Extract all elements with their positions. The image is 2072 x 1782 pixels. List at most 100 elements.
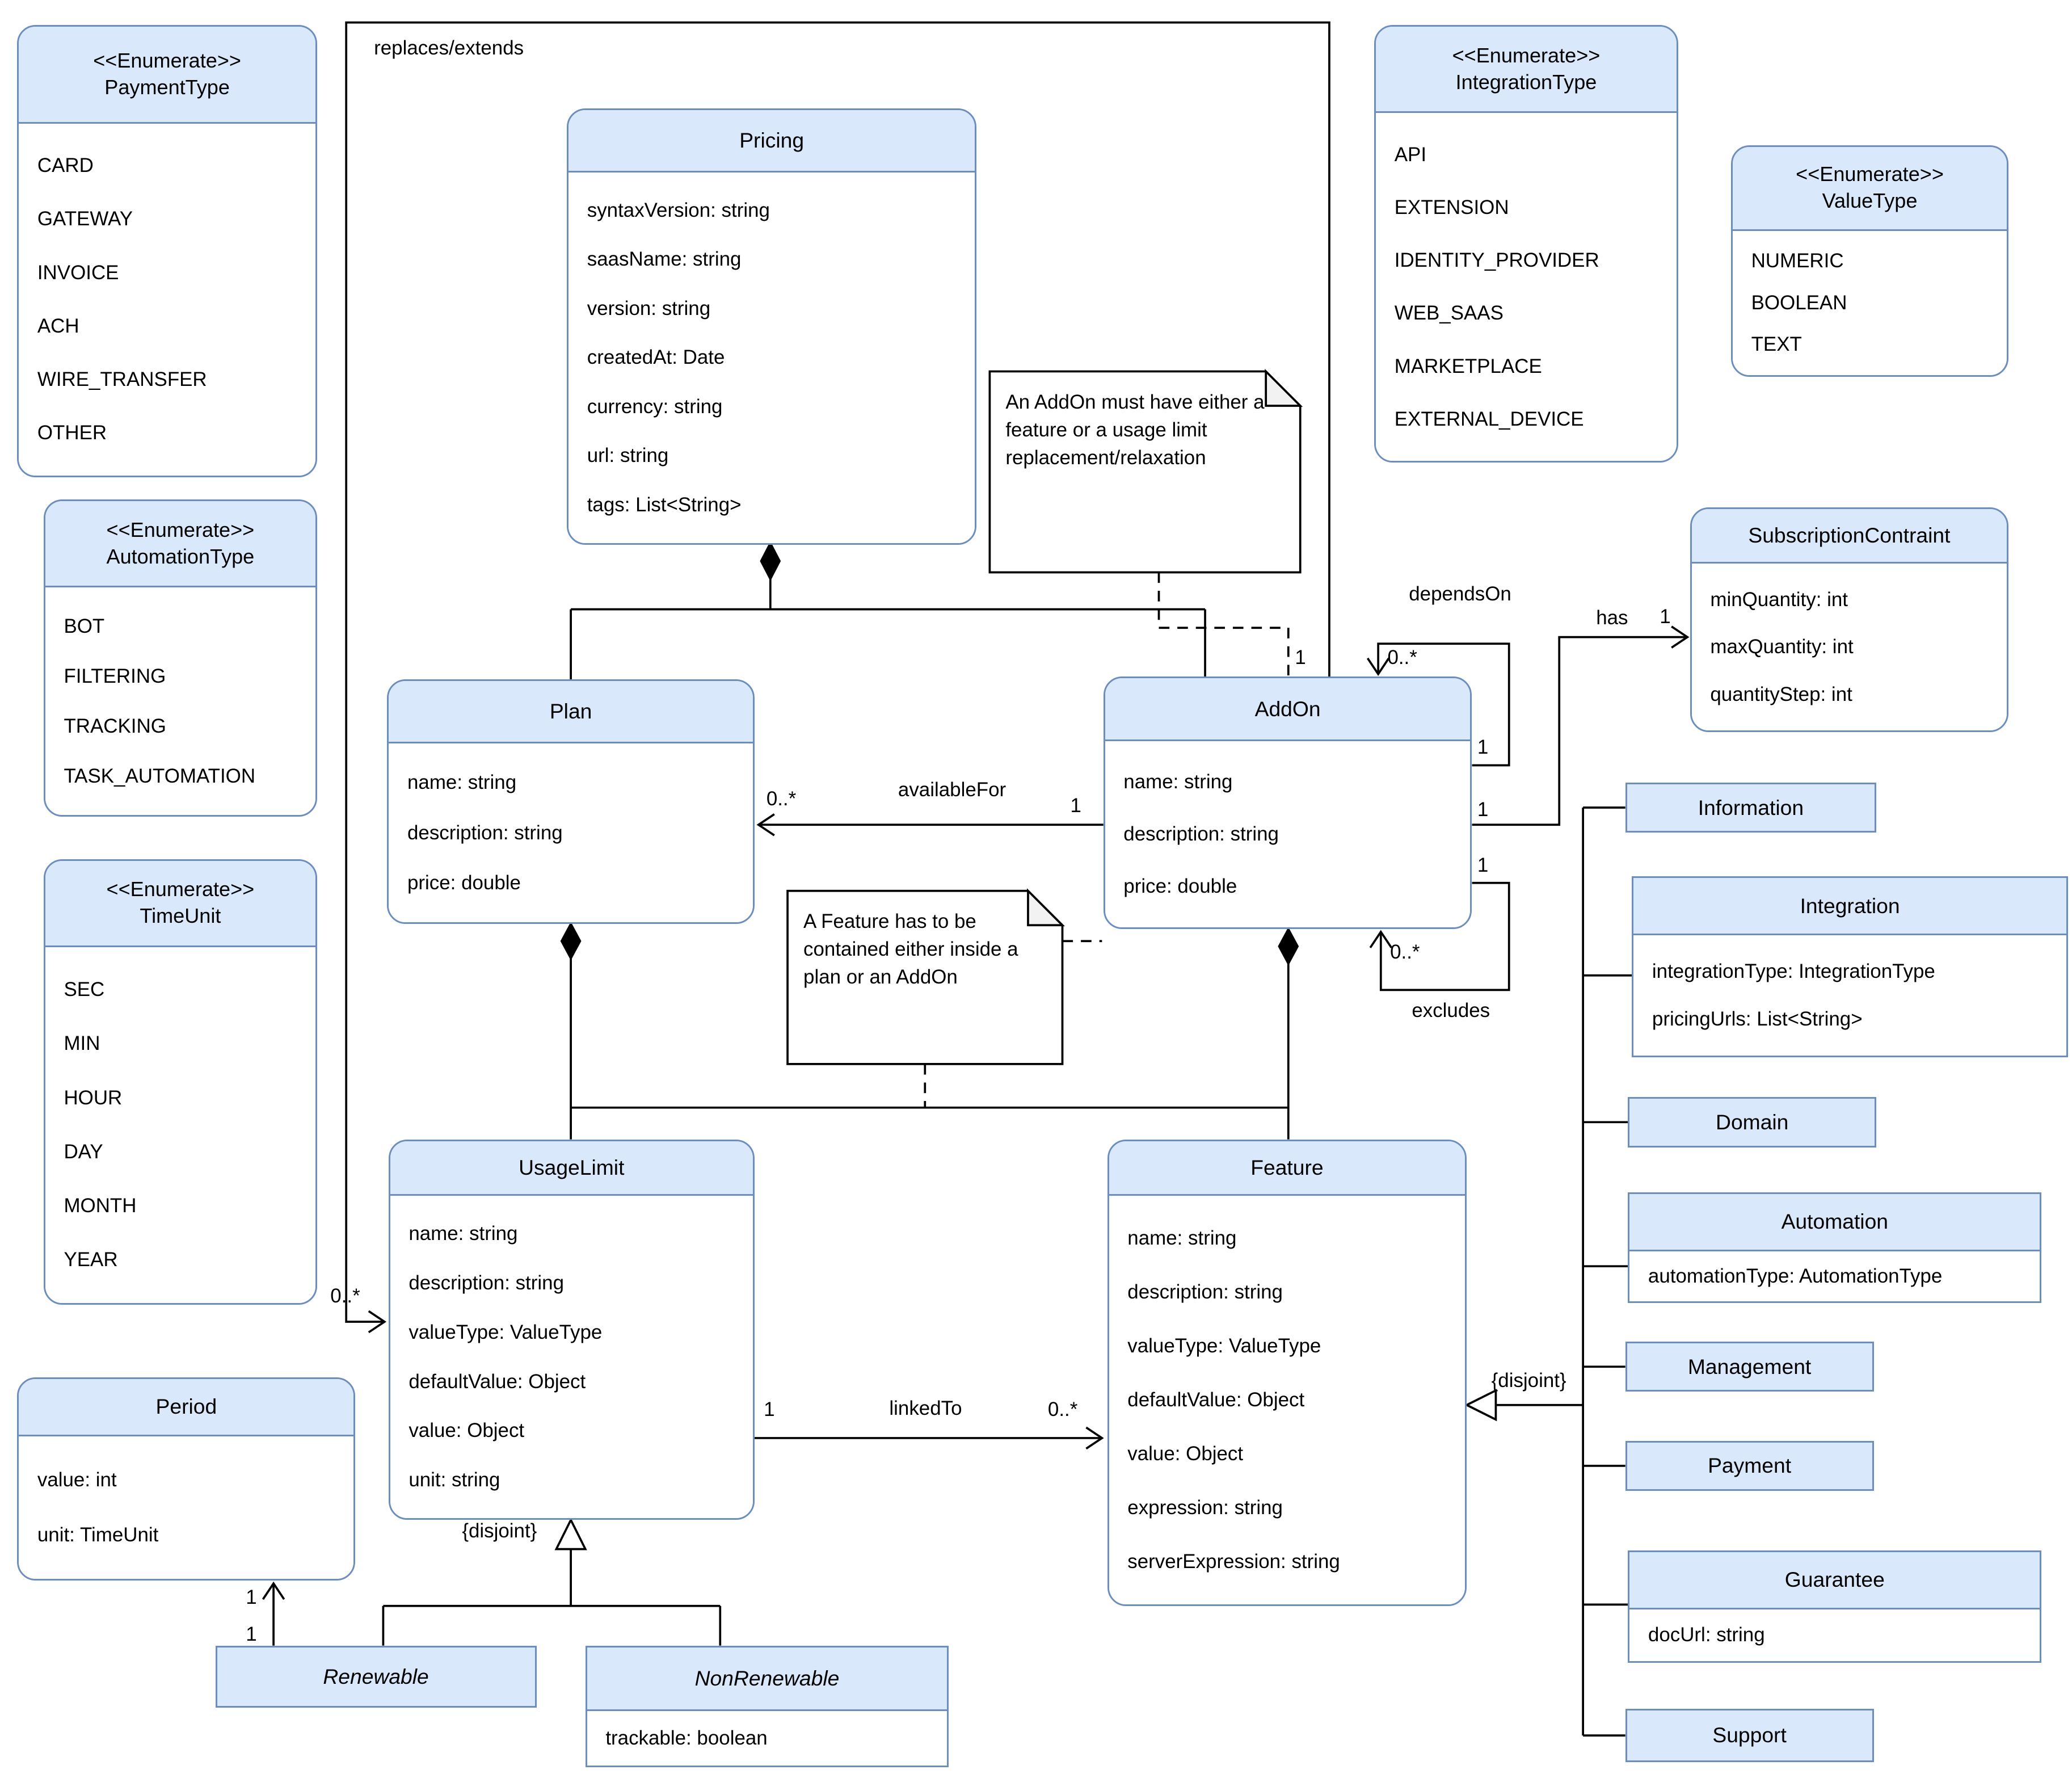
class-automation: Automation automationType: AutomationTyp…: [1628, 1192, 2042, 1304]
attr: price: double: [407, 872, 521, 894]
enum-name: TimeUnit: [140, 904, 221, 928]
enum-value: EXTENSION: [1394, 196, 1509, 218]
attr: value: int: [37, 1468, 117, 1491]
class-plan: Plan name: string description: string pr…: [387, 679, 755, 924]
attr: integrationType: IntegrationType: [1652, 960, 1935, 983]
attr: expression: string: [1127, 1496, 1283, 1519]
attr: value: Object: [1127, 1442, 1244, 1465]
pricing-composition-line: [570, 579, 1206, 680]
class-subscriptioncontraint: SubscriptionContraint minQuantity: int m…: [1690, 507, 2009, 733]
enum-automationtype: <<Enumerate>> AutomationType BOT FILTERI…: [43, 499, 317, 817]
attr: createdAt: Date: [587, 346, 725, 369]
class-integration: Integration integrationType: Integration…: [1632, 876, 2068, 1058]
class-renewable: Renewable: [215, 1645, 537, 1708]
enum-automationtype-header: <<Enumerate>> AutomationType: [45, 501, 315, 588]
class-nonrenewable-title: NonRenewable: [587, 1647, 947, 1712]
enum-integrationtype-header: <<Enumerate>> IntegrationType: [1376, 27, 1677, 114]
addon-note-shape: [988, 370, 1302, 574]
open-arrow-icon: [368, 1310, 387, 1334]
attr: defaultValue: Object: [408, 1370, 586, 1393]
has-line: [1472, 636, 1686, 826]
label-disjoint-usagelimit: {disjoint}: [462, 1520, 537, 1543]
enum-value: BOOLEAN: [1751, 291, 1847, 314]
class-pricing: Pricing syntaxVersion: string saasName: …: [567, 108, 977, 545]
class-guarantee-title: Guarantee: [1629, 1552, 2040, 1609]
usagelimit-generalization-line: [382, 1549, 722, 1646]
enum-valuetype-header: <<Enumerate>> ValueType: [1732, 147, 2007, 231]
class-feature-attrs: name: string description: string valueTy…: [1109, 1195, 1465, 1604]
mult-availablefor-addon-end: 1: [1070, 794, 1081, 817]
enum-name: ValueType: [1822, 189, 1918, 213]
composition-diamond-icon: [560, 922, 582, 961]
label-availablefor: availableFor: [898, 778, 1006, 801]
class-guarantee-attrs: docUrl: string: [1629, 1609, 2040, 1661]
class-integration-attrs: integrationType: IntegrationType pricing…: [1633, 935, 2066, 1056]
attr: currency: string: [587, 395, 723, 418]
feature-note: A Feature has to be contained either ins…: [803, 910, 1018, 988]
label-dependson: dependsOn: [1409, 583, 1511, 606]
generalization-triangle-icon: [1464, 1389, 1497, 1422]
addon-note-connector: [1157, 572, 1290, 676]
class-automation-title: Automation: [1629, 1193, 2040, 1251]
stereotype-label: <<Enumerate>>: [106, 877, 255, 901]
class-integration-title: Integration: [1633, 878, 2066, 935]
attr: pricingUrls: List<String>: [1652, 1008, 1863, 1031]
label-excludes: excludes: [1412, 999, 1490, 1022]
attr: name: string: [407, 771, 517, 793]
generalization-triangle-icon: [554, 1518, 587, 1550]
enum-value: MONTH: [64, 1195, 137, 1217]
label-disjoint-feature: {disjoint}: [1491, 1369, 1566, 1392]
enum-value: DAY: [64, 1140, 103, 1163]
composition-diamond-icon: [1278, 927, 1299, 966]
class-feature-title: Feature: [1109, 1141, 1465, 1196]
class-period-title: Period: [19, 1378, 354, 1436]
attr: serverExpression: string: [1127, 1550, 1340, 1573]
mult-renewable-period-top: 1: [246, 1586, 257, 1608]
enum-value: CARD: [37, 154, 94, 177]
enum-value: EXTERNAL_DEVICE: [1394, 407, 1584, 430]
attr: quantityStep: int: [1710, 683, 1852, 705]
feature-generalization-spine: [1496, 806, 1632, 1737]
enum-value: BOT: [64, 615, 105, 637]
class-subscriptioncontraint-attrs: minQuantity: int maxQuantity: int quanti…: [1691, 564, 2007, 731]
enum-value: NUMERIC: [1751, 250, 1844, 272]
class-information: Information: [1625, 782, 1877, 833]
enum-value: WIRE_TRANSFER: [37, 368, 207, 391]
mult-has-addon-end: 1: [1477, 798, 1489, 821]
enum-automationtype-values: BOT FILTERING TRACKING TASK_AUTOMATION: [45, 587, 315, 816]
note-fold-icon: [1265, 368, 1303, 407]
attr: syntaxVersion: string: [587, 199, 770, 221]
feature-note-connector: [924, 940, 1102, 1108]
mult-replaces-usagelimit-end: 0..*: [330, 1284, 360, 1307]
class-payment: Payment: [1625, 1440, 1874, 1491]
enum-value: IDENTITY_PROVIDER: [1394, 249, 1599, 272]
attr: description: string: [1127, 1280, 1283, 1303]
open-arrow-icon: [1671, 625, 1690, 649]
mult-renewable-period-bottom: 1: [246, 1623, 257, 1645]
attr: docUrl: string: [1648, 1624, 1765, 1646]
open-arrow-icon: [1366, 657, 1390, 676]
mult-availablefor-plan-end: 0..*: [766, 788, 797, 810]
attr: name: string: [1123, 770, 1233, 793]
mult-excludes-target: 0..*: [1390, 941, 1420, 964]
enum-value: YEAR: [64, 1249, 118, 1271]
class-support: Support: [1625, 1709, 1874, 1762]
feature-note-shape: [786, 889, 1064, 1065]
enum-paymenttype-header: <<Enumerate>> PaymentType: [19, 27, 315, 124]
class-addon: AddOn name: string description: string p…: [1103, 676, 1472, 930]
class-usagelimit: UsageLimit name: string description: str…: [388, 1139, 755, 1520]
enum-value: WEB_SAAS: [1394, 302, 1504, 325]
note-fold-icon: [1027, 888, 1066, 927]
excludes-line: [1379, 881, 1510, 991]
attr: saasName: string: [587, 248, 742, 271]
label-replaces-extends: replaces/extends: [374, 37, 524, 60]
attr: name: string: [408, 1222, 518, 1245]
class-period-attrs: value: int unit: TimeUnit: [19, 1436, 354, 1579]
class-pricing-attrs: syntaxVersion: string saasName: string v…: [568, 173, 975, 543]
mult-linkedto-usagelimit-end: 1: [764, 1398, 775, 1421]
attr: unit: string: [408, 1469, 500, 1491]
attr: description: string: [407, 821, 563, 844]
enum-value: TASK_AUTOMATION: [64, 765, 256, 788]
composition-diamond-icon: [760, 541, 781, 582]
